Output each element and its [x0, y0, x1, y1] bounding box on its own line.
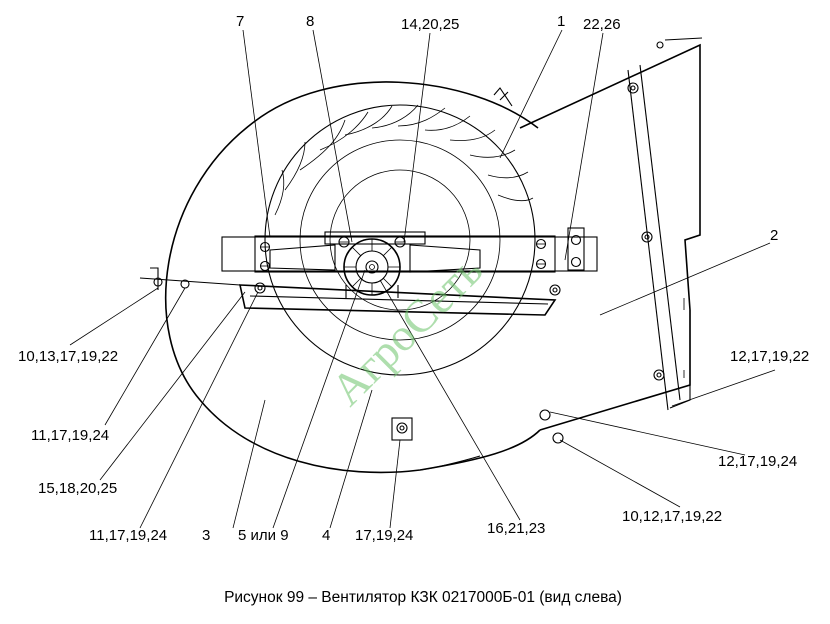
bolts [153, 82, 665, 444]
label-10-13-17-19-22: 10,13,17,19,22 [18, 348, 118, 365]
watermark: АгроСеть [321, 244, 492, 415]
label-2: 2 [770, 227, 778, 244]
label-5-or-9: 5 или 9 [238, 527, 289, 544]
label-8: 8 [306, 13, 314, 30]
label-4: 4 [322, 527, 330, 544]
label-3: 3 [202, 527, 210, 544]
label-12-17-19-22: 12,17,19,22 [730, 348, 809, 365]
label-14-20-25: 14,20,25 [401, 16, 459, 33]
label-22-26: 22,26 [583, 16, 621, 33]
label-12-17-19-24: 12,17,19,24 [718, 453, 797, 470]
figure-caption: Рисунок 99 – Вентилятор КЗК 0217000Б-01 … [224, 589, 622, 606]
callout-labels: 1 2 3 4 7 8 14,20,25 22,26 10,13,17,19,2… [18, 13, 809, 544]
label-11-17-19-24-lower: 11,17,19,24 [89, 527, 167, 544]
label-7: 7 [236, 13, 244, 30]
leader-lines [69, 29, 776, 529]
label-11-17-19-24-upper: 11,17,19,24 [31, 427, 109, 444]
label-16-21-23: 16,21,23 [487, 520, 545, 537]
impeller-hub [343, 238, 401, 298]
label-10-12-17-19-22: 10,12,17,19,22 [622, 508, 722, 525]
label-15-18-20-25: 15,18,20,25 [38, 480, 117, 497]
label-17-19-24: 17,19,24 [355, 527, 413, 544]
label-1: 1 [557, 13, 565, 30]
fan-rotor [264, 104, 536, 376]
fan-housing [164, 37, 703, 474]
